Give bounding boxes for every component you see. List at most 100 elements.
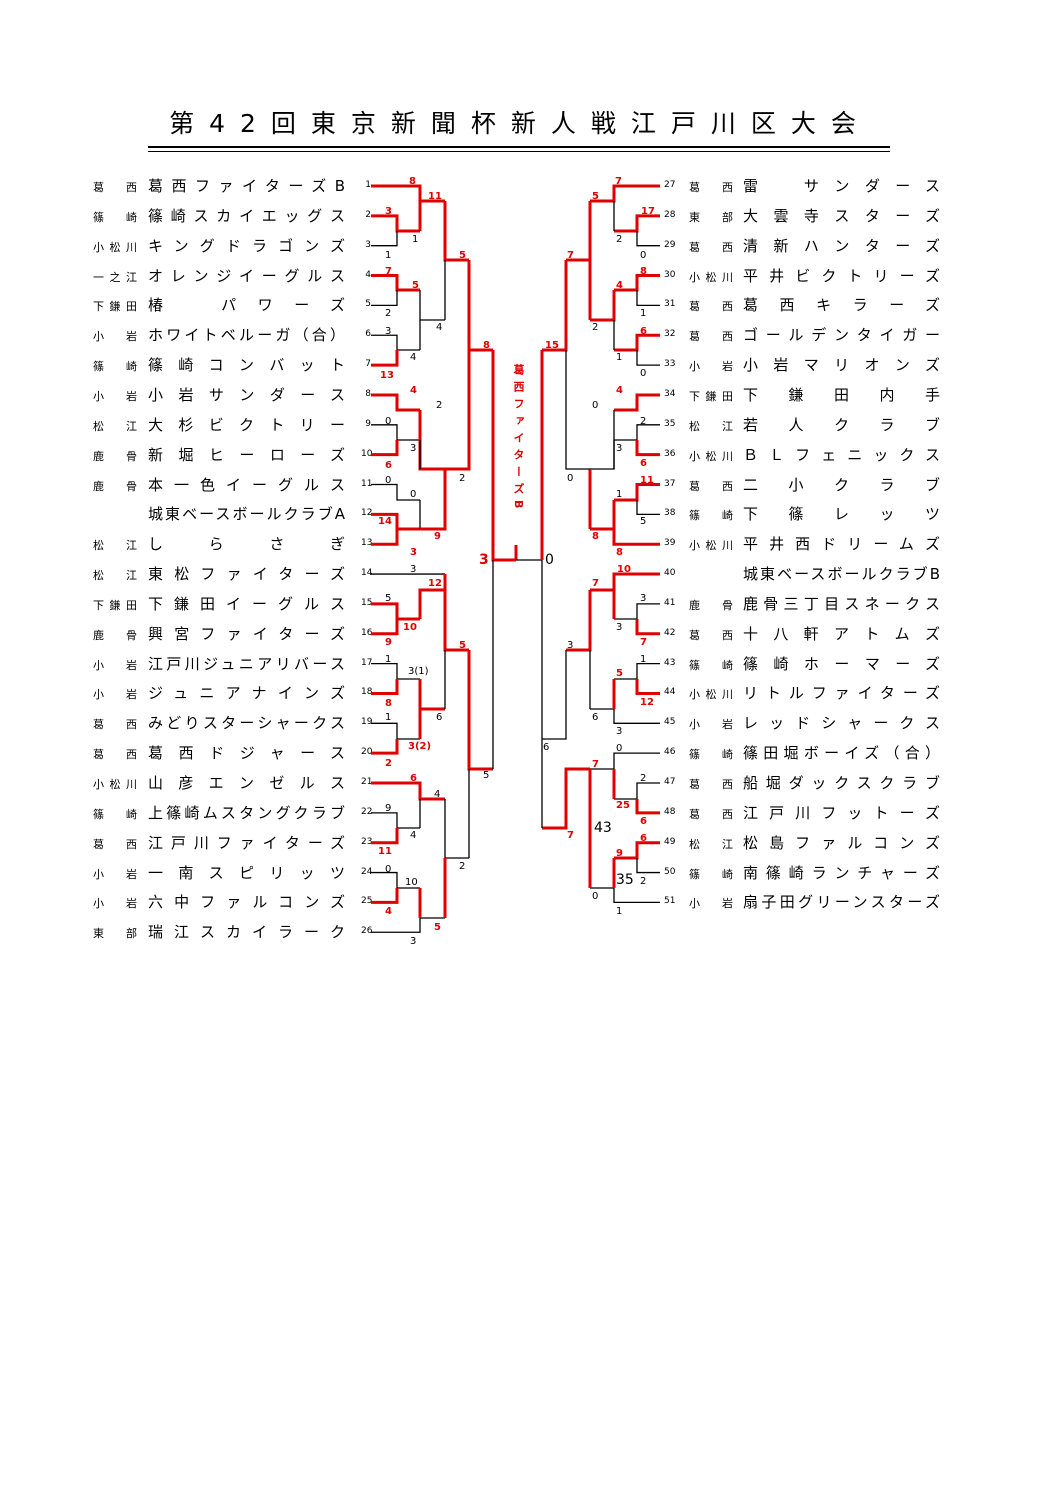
- winner-score: 8: [409, 176, 416, 187]
- bracket-line: [614, 662, 660, 680]
- bracket-line: [636, 350, 660, 366]
- team-name: 篠田堀ボーイズ（合）: [743, 744, 941, 763]
- winner-path: [418, 588, 445, 619]
- winner-score: 10: [403, 622, 417, 633]
- seed-number: 36: [664, 448, 676, 459]
- winner-score: 3: [385, 206, 392, 217]
- winner-score: 11: [378, 846, 392, 857]
- team-district: 小岩: [689, 360, 733, 374]
- score: 2: [640, 416, 646, 427]
- winner-score: 5: [616, 668, 623, 679]
- team-district: 葛西: [689, 330, 733, 344]
- winner-score: 4: [410, 385, 417, 396]
- seed-number: 17: [361, 657, 373, 668]
- team-name: 興宮ファイターズ: [148, 624, 346, 643]
- team-name: しらさぎ: [148, 535, 346, 554]
- score: 5: [640, 516, 646, 527]
- team-name: 城東ベースボールクラブB: [743, 565, 941, 584]
- winner-score: 5: [434, 922, 441, 933]
- winner-path: [467, 260, 493, 352]
- score: 0: [385, 416, 391, 427]
- bracket-line: [371, 483, 420, 501]
- winner-score: 5: [459, 640, 466, 651]
- seed-number: 3: [365, 239, 371, 250]
- bracket-line: [565, 350, 590, 470]
- score: 3: [385, 326, 391, 337]
- team-district: 松江: [93, 419, 137, 433]
- winner-score: 4: [385, 906, 392, 917]
- team-district: 篠崎: [689, 867, 733, 881]
- seed-number: 4: [365, 269, 371, 280]
- score: 2: [640, 773, 646, 784]
- team-district: 松江: [689, 419, 733, 433]
- team-name: 松島ファルコンズ: [743, 833, 941, 852]
- team-district: 葛西: [93, 837, 137, 851]
- winner-path: [418, 410, 445, 471]
- bracket-line: [590, 410, 615, 470]
- team-name: 平井西ドリームズ: [743, 535, 941, 554]
- seed-number: 46: [664, 747, 676, 758]
- team-name: 江戸川フットーズ: [743, 803, 941, 822]
- seed-number: 29: [664, 239, 676, 250]
- winner-score: 3: [410, 547, 417, 558]
- score: 0: [567, 473, 573, 484]
- team-district: 東部: [93, 927, 137, 941]
- winner-path: [371, 679, 399, 695]
- winner-score: 7: [615, 176, 622, 187]
- team-name: ＢＬフェニックス: [743, 445, 941, 464]
- score: 4: [436, 322, 442, 333]
- team-district: 東部: [689, 210, 733, 224]
- seed-number: 11: [361, 478, 373, 489]
- score: 4: [410, 830, 416, 841]
- winner-score: 11: [428, 191, 442, 202]
- winner-path: [371, 888, 399, 904]
- team-name: 葛西キラーズ: [743, 296, 941, 315]
- score: 0: [640, 368, 646, 379]
- winner-path: [371, 214, 420, 233]
- bracket-line: [419, 290, 445, 321]
- team-district: 小松川: [689, 270, 733, 284]
- team-name: 大杉ビクトリー: [148, 415, 346, 434]
- winner-score: 5: [412, 280, 419, 291]
- team-name: 葛西ドジャース: [148, 744, 346, 763]
- team-row: 篠崎篠田堀ボーイズ（合）46: [0, 742, 1058, 764]
- score: 2: [459, 473, 465, 484]
- team-district: 下鎌田: [93, 598, 137, 612]
- score: 2: [436, 400, 442, 411]
- team-name: 本一色イーグルス: [148, 475, 346, 494]
- team-district: 松江: [689, 837, 733, 851]
- winner-score: 9: [616, 848, 623, 859]
- winner-path: [635, 679, 660, 695]
- score: 0: [385, 864, 391, 875]
- winner-score: 14: [378, 516, 392, 527]
- winner-score: 17: [641, 206, 655, 217]
- team-district: 鹿骨: [93, 449, 137, 463]
- team-name: 平井ビクトリーズ: [743, 266, 941, 285]
- team-name: 扇子田グリーンスターズ: [743, 893, 941, 912]
- seed-number: 35: [664, 418, 676, 429]
- bracket-line: [614, 603, 660, 620]
- bracket-line: [371, 812, 420, 829]
- winner-path: [371, 350, 399, 367]
- score: 1: [616, 489, 622, 500]
- winner-path: [371, 619, 399, 636]
- score: 1: [640, 654, 646, 665]
